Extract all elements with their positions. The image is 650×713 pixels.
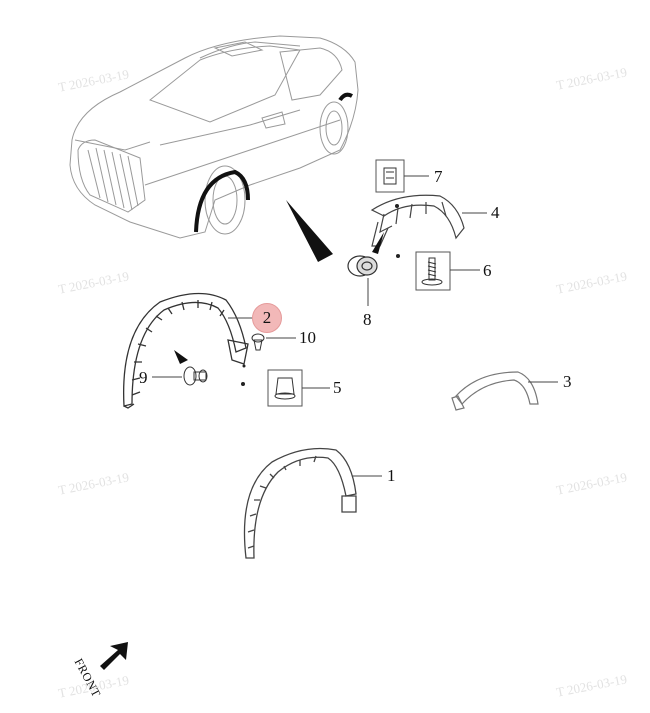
callout-5[interactable]: 5 xyxy=(333,378,342,397)
callout-6[interactable]: 6 xyxy=(483,261,492,280)
fastener-dot xyxy=(241,382,245,386)
fastener-dot xyxy=(395,204,399,208)
part-6-screw xyxy=(421,257,443,286)
callout-2-selected[interactable]: 2 xyxy=(252,303,282,333)
part-3-rear-arch-moulding xyxy=(451,371,539,411)
fastener-dot xyxy=(396,254,400,258)
pointer-triangle xyxy=(174,350,188,364)
part-7-clip xyxy=(383,167,397,185)
part-8-grommet xyxy=(347,255,378,277)
callout-4[interactable]: 4 xyxy=(491,203,500,222)
part-5-box xyxy=(267,369,303,407)
part-2-front-arch-bracket xyxy=(122,292,249,409)
callout-8[interactable]: 8 xyxy=(363,310,372,329)
pointer-triangle xyxy=(372,232,384,254)
fastener-dot xyxy=(242,364,246,368)
front-direction-arrow xyxy=(100,642,128,670)
callout-9[interactable]: 9 xyxy=(139,368,148,387)
car-illustration xyxy=(69,35,359,239)
callout-1[interactable]: 1 xyxy=(387,466,396,485)
part-10-clip xyxy=(251,333,265,351)
part-1-front-arch-moulding xyxy=(243,447,357,559)
part-4-rear-arch-bracket xyxy=(370,194,465,247)
car-wheel-arch-front xyxy=(194,92,353,233)
callout-10[interactable]: 10 xyxy=(299,328,316,347)
part-9-push-pin xyxy=(183,366,208,386)
callout-3[interactable]: 3 xyxy=(563,372,572,391)
callout-7[interactable]: 7 xyxy=(434,167,443,186)
part-5-clip xyxy=(274,377,296,400)
part-7-box xyxy=(375,159,405,193)
zoom-pointer-arrow xyxy=(286,200,333,262)
